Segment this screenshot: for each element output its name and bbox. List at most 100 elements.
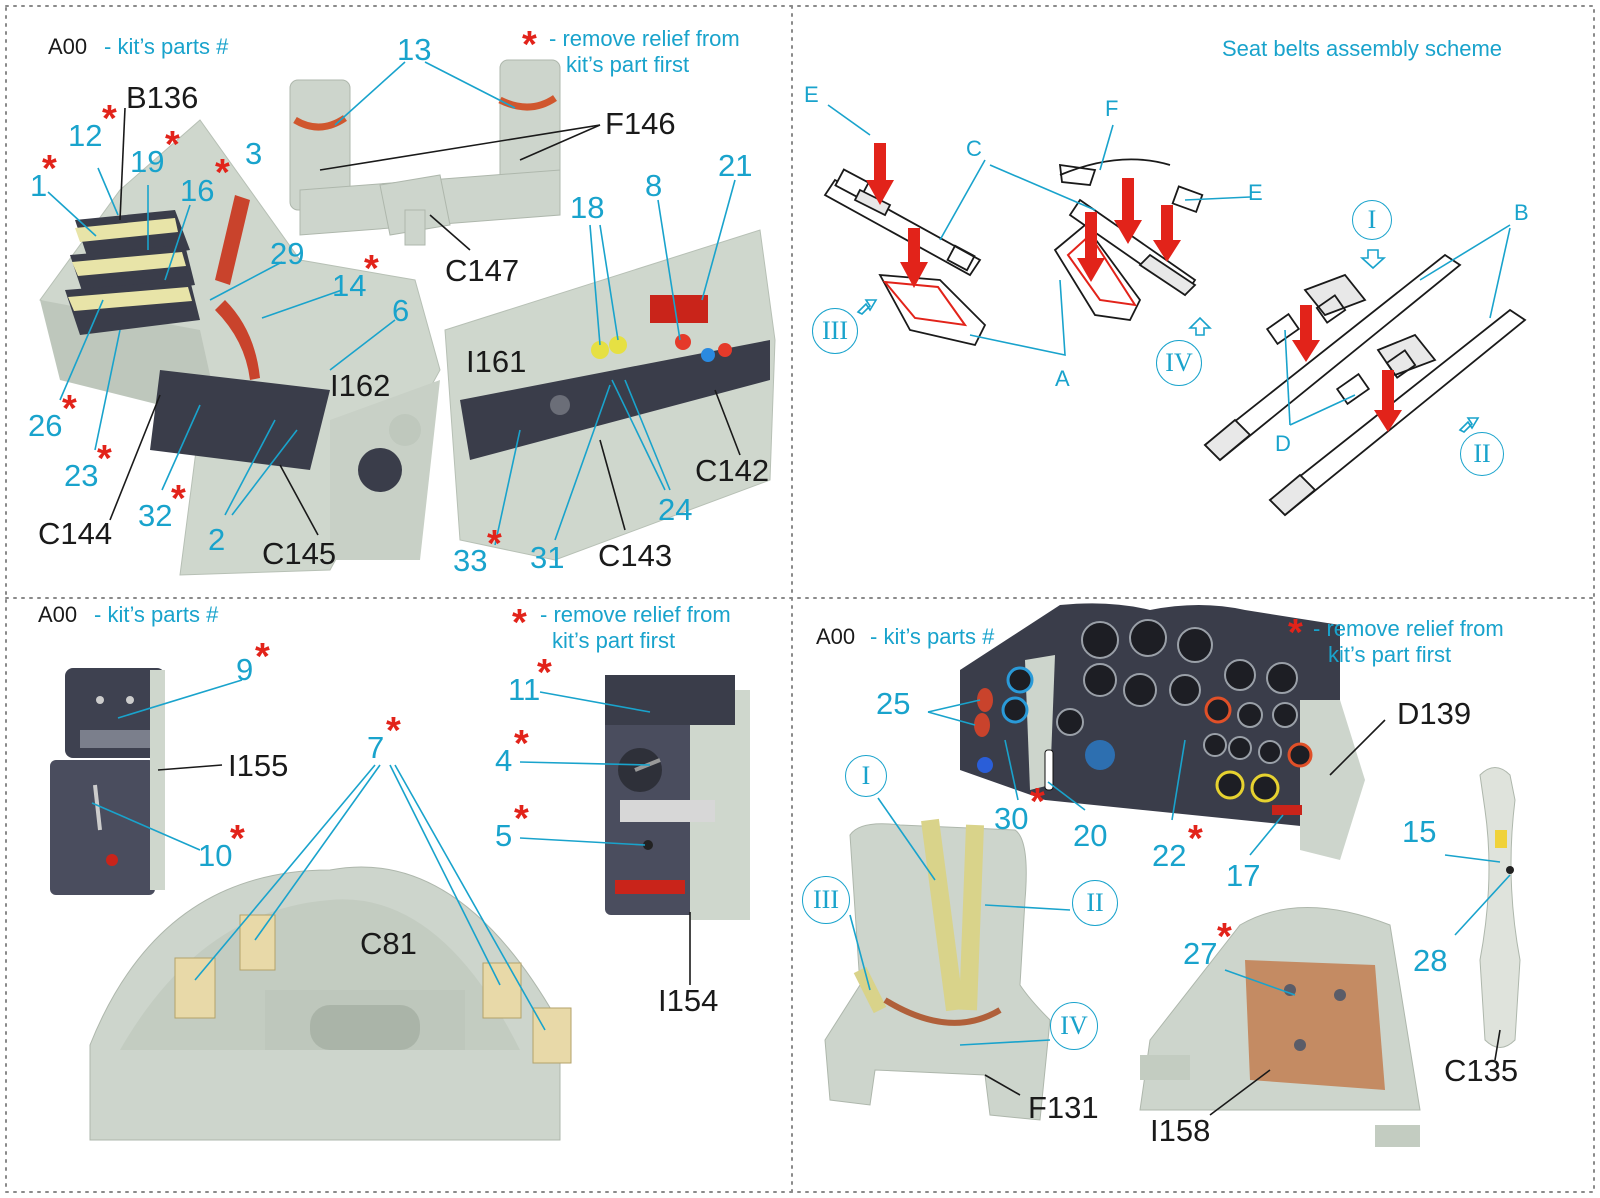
part-number: 23 (64, 458, 99, 493)
kit-code: A00 (48, 34, 88, 59)
part-number: 5 (495, 818, 513, 853)
belt-marker-iv: IV (1050, 1002, 1098, 1050)
kit-code: A00 (816, 624, 856, 649)
seat-f131-part (824, 818, 1051, 1121)
belt-letter: F (1105, 96, 1119, 121)
part-number: 19 (130, 144, 165, 179)
right-console-part (444, 229, 776, 561)
step-marker-iv: IV (1156, 340, 1202, 386)
step-marker-ii: II (1460, 432, 1504, 476)
relief-note-line1: - remove relief from (1313, 616, 1504, 641)
step-marker-i: I (1352, 200, 1392, 240)
part-number: 24 (658, 492, 693, 527)
part-label: C135 (1444, 1053, 1519, 1088)
part-number: 21 (718, 148, 753, 183)
red-arrows (866, 143, 1402, 432)
relief-star-marker: * (230, 818, 245, 860)
part-number: 4 (495, 743, 513, 778)
part-label: D139 (1397, 696, 1472, 731)
part-number: 12 (68, 118, 103, 153)
seat-bracket-part (289, 59, 561, 246)
belt-letter: C (966, 136, 982, 161)
part-number: 13 (397, 32, 432, 67)
kit-parts-caption: - kit’s parts # (94, 602, 219, 627)
relief-star-marker: * (537, 652, 552, 694)
relief-star-marker: * (514, 723, 529, 765)
part-number: 1 (30, 168, 48, 203)
part-number: 16 (180, 173, 215, 208)
part-number: 25 (876, 686, 911, 721)
belt-letter: D (1275, 431, 1291, 456)
relief-star-marker: * (487, 523, 502, 565)
relief-star-marker: * (42, 148, 57, 190)
frame-c81-part (89, 866, 572, 1141)
scheme-title: Seat belts assembly scheme (1222, 36, 1503, 61)
relief-star-marker: * (1030, 781, 1045, 823)
relief-star: * (522, 24, 537, 66)
part-number: 33 (453, 543, 488, 578)
relief-star: * (512, 602, 527, 644)
part-number: 26 (28, 408, 63, 443)
part-number: 2 (208, 522, 226, 557)
part-label: I154 (658, 983, 719, 1018)
relief-note-line2: kit’s part first (566, 52, 690, 77)
relief-note-line2: kit’s part first (1328, 642, 1452, 667)
belt-letter: E (1248, 180, 1263, 205)
part-number: 9 (236, 652, 254, 687)
part-label: C81 (360, 926, 417, 961)
relief-star-marker: * (255, 636, 270, 678)
relief-star-marker: * (97, 438, 112, 480)
part-label: F131 (1028, 1090, 1099, 1125)
part-number: 31 (530, 540, 565, 575)
part-label: B136 (126, 80, 199, 115)
relief-star-marker: * (62, 388, 77, 430)
relief-star-marker: * (1188, 818, 1203, 860)
part-label: C145 (262, 536, 337, 571)
part-number: 10 (198, 838, 233, 873)
part-number: 27 (1183, 936, 1218, 971)
part-label: I158 (1150, 1113, 1211, 1148)
relief-star-marker: * (364, 248, 379, 290)
instrument-panel-d139-part (960, 603, 1365, 860)
belt-marker-i: I (845, 755, 887, 797)
part-label: F146 (605, 106, 676, 141)
control-stick-c135-part (1479, 767, 1521, 1048)
part-label: C144 (38, 516, 113, 551)
relief-star-marker: * (514, 798, 529, 840)
part-number: 11 (508, 672, 541, 707)
seat-plate-i158-part (1139, 907, 1421, 1147)
part-number: 14 (332, 268, 367, 303)
part-label: C142 (695, 453, 770, 488)
part-number: 18 (570, 190, 605, 225)
part-number: 22 (1152, 838, 1187, 873)
relief-star-marker: * (1217, 916, 1232, 958)
kit-parts-caption: - kit’s parts # (104, 34, 229, 59)
part-number: 28 (1413, 943, 1448, 978)
part-number: 20 (1073, 818, 1108, 853)
relief-star-marker: * (165, 124, 180, 166)
part-label: I155 (228, 748, 289, 783)
kit-code: A00 (38, 602, 78, 627)
part-number: 8 (645, 168, 663, 203)
relief-star-marker: * (215, 152, 230, 194)
seat-belts-scheme-drawing (823, 158, 1527, 517)
relief-note-line2: kit’s part first (552, 628, 676, 653)
part-number: 7 (367, 730, 385, 765)
part-number: 17 (1226, 858, 1261, 893)
belt-marker-ii: II (1072, 880, 1118, 926)
relief-star-marker: * (171, 478, 186, 520)
belt-marker-iii: III (802, 876, 850, 924)
part-number: 29 (270, 236, 305, 271)
kit-parts-caption: - kit’s parts # (870, 624, 995, 649)
part-number: 32 (138, 498, 173, 533)
part-number: 15 (1402, 814, 1437, 849)
part-label: C143 (598, 538, 673, 573)
part-label: I161 (466, 344, 527, 379)
part-number: 6 (392, 293, 410, 328)
belt-letter: A (1055, 366, 1070, 391)
side-console-left-part (39, 119, 441, 576)
part-label: I162 (330, 368, 391, 403)
part-label: C147 (445, 253, 520, 288)
relief-star: * (1288, 612, 1303, 654)
